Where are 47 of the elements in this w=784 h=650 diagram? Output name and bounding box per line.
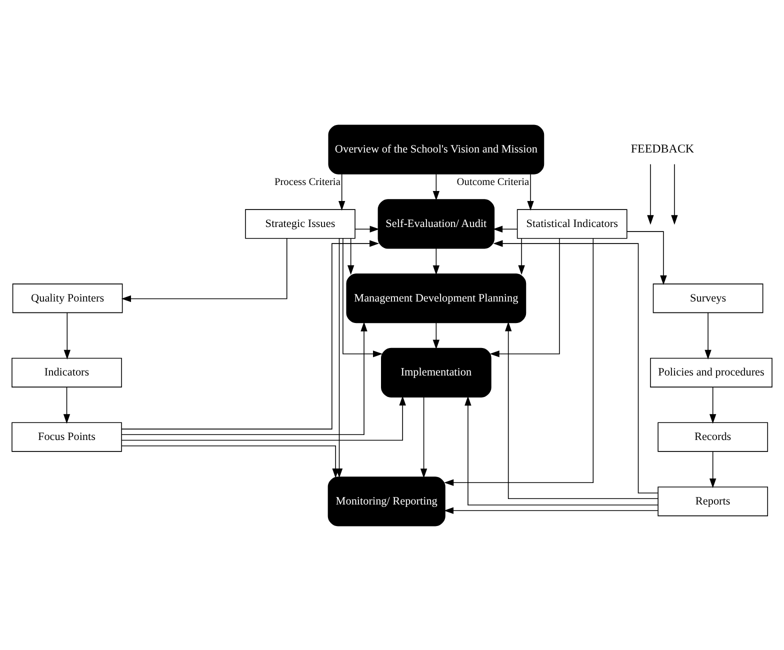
node-text: FEEDBACK — [630, 140, 694, 155]
edge-label: Outcome Criteria — [456, 176, 530, 188]
arrow — [671, 163, 678, 224]
edge-label: Process Criteria — [274, 176, 340, 188]
arrow — [709, 450, 716, 488]
arrow — [354, 225, 380, 232]
arrow — [121, 240, 380, 429]
node-box: Surveys — [652, 283, 764, 313]
node-box: Indicators — [12, 357, 122, 387]
arrow — [444, 238, 594, 486]
arrow — [504, 321, 658, 499]
arrow — [121, 321, 368, 435]
arrow — [121, 395, 406, 440]
node-box: Management Development Planning — [346, 273, 526, 323]
arrow — [432, 322, 440, 349]
node-box: Implementation — [381, 347, 492, 397]
arrow — [490, 237, 560, 357]
node-box: Policies and procedures — [650, 357, 772, 387]
arrow — [518, 238, 525, 274]
arrow — [420, 396, 428, 478]
arrow — [626, 230, 667, 285]
arrow — [444, 506, 658, 514]
arrow — [121, 237, 288, 302]
arrow — [704, 312, 712, 359]
node-box: Strategic Issues — [245, 208, 356, 238]
node-box: Overview of the School's Vision and Mission — [328, 124, 544, 174]
arrow — [347, 238, 354, 274]
node-box: Reports — [658, 486, 768, 516]
node-box: Self-Evaluation/ Audit — [378, 198, 495, 248]
arrow — [493, 240, 658, 493]
arrow — [64, 312, 71, 359]
arrow — [647, 163, 654, 224]
arrow — [464, 396, 658, 505]
arrow — [709, 386, 716, 424]
arrow — [342, 237, 383, 357]
arrow — [338, 173, 346, 210]
arrow — [492, 225, 518, 232]
arrow — [432, 173, 440, 200]
node-box: Monitoring/ Reporting — [328, 476, 446, 526]
node-box: Records — [658, 422, 768, 452]
arrow — [527, 173, 534, 210]
arrow — [121, 444, 339, 478]
node-box: Focus Points — [12, 422, 122, 452]
arrow — [432, 248, 440, 274]
arrow — [63, 386, 70, 424]
node-box: Quality Pointers — [12, 283, 123, 313]
node-box: Statistical Indicators — [516, 208, 628, 238]
